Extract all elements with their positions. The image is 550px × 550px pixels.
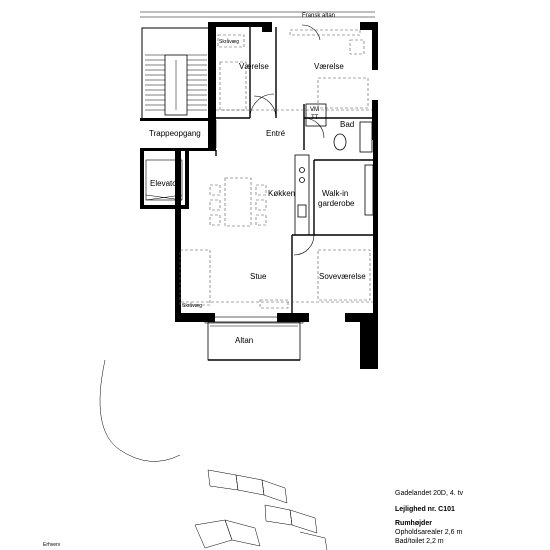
label-vaerelse-1: Værelse xyxy=(239,62,269,71)
top-rail xyxy=(140,11,375,18)
label-erhverv: Erhverv xyxy=(43,542,61,548)
site-outline xyxy=(99,359,328,550)
altan-balcony xyxy=(204,316,304,361)
bathroom-fixtures xyxy=(305,103,374,216)
label-trappeopgang: Trappeopgang xyxy=(149,129,201,138)
height-living: Opholdsarealer 2,6 m xyxy=(395,529,463,536)
walls xyxy=(140,22,378,369)
height-bath: Bad/toilet 2,2 m xyxy=(395,538,444,545)
label-vm: VM xyxy=(310,107,319,113)
staircase xyxy=(141,27,211,121)
label-walk-in: Walk-in xyxy=(322,189,349,198)
door-swings xyxy=(215,24,325,256)
label-elevator: Elevator xyxy=(150,179,180,188)
label-soevevaerelse: Soveværelse xyxy=(319,272,366,281)
label-tt: TT xyxy=(311,115,319,121)
label-bad: Bad xyxy=(340,120,355,129)
label-skraavaeg-bottom: Skråvæg xyxy=(182,303,203,309)
heights-title: Rumhøjder xyxy=(395,520,432,527)
elevator-shaft xyxy=(145,159,183,201)
kitchen-counter xyxy=(294,154,310,236)
label-stue: Stue xyxy=(250,272,267,281)
label-entre: Entré xyxy=(266,129,286,138)
label-vaerelse-2: Værelse xyxy=(314,62,344,71)
label-fransk-altan: Fransk altan xyxy=(302,13,336,19)
furniture xyxy=(179,29,373,309)
label-altan: Altan xyxy=(235,336,254,345)
label-skraavaeg-top: Skråvæg xyxy=(219,39,240,45)
label-koekken: Køkken xyxy=(268,189,296,198)
label-garderobe: garderobe xyxy=(318,199,355,208)
address-text: Gadelandet 20D, 4. tv xyxy=(395,490,464,497)
interior-walls xyxy=(215,27,373,313)
apartment-number: Lejlighed nr. C101 xyxy=(395,506,455,513)
